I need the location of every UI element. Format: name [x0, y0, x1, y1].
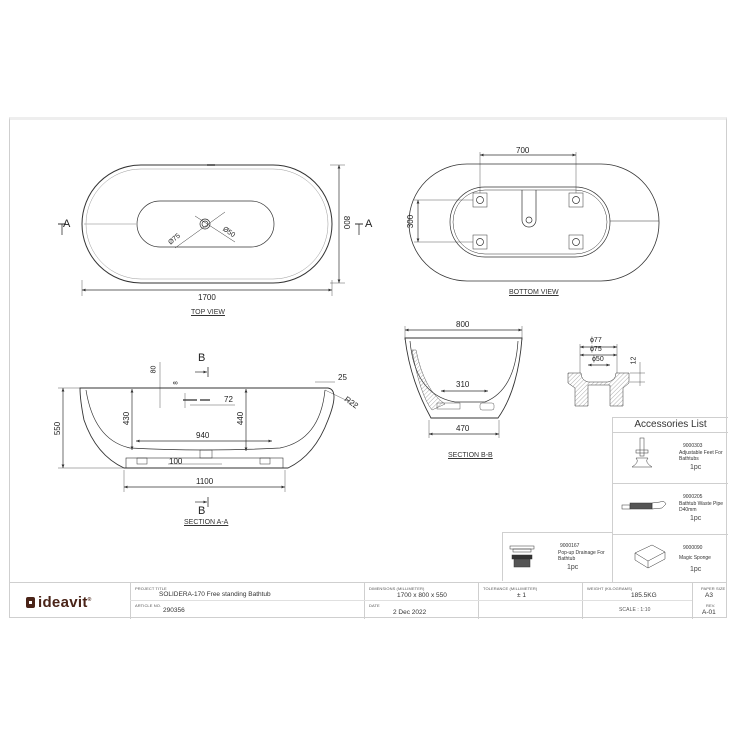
title-block: PROJECT TITLE SOLIDERA-170 Free standing… [9, 582, 727, 619]
dim-top-width: 800 [342, 215, 352, 230]
dim-inner-length: 940 [196, 431, 210, 440]
waste-pipe-icon [621, 501, 667, 510]
paper-label: PAPER SIZE [701, 586, 726, 591]
section-b-b-title: SECTION B-B [448, 452, 493, 459]
accessory-code: 9000167 [560, 543, 580, 549]
accessory-code: 9000205 [683, 494, 703, 500]
article-label: ARTICLE NO. [135, 603, 162, 608]
drain-detail [567, 344, 645, 407]
accessory-qty: 1pc [690, 464, 702, 471]
accessories-title: Accessories List [613, 417, 728, 433]
sponge-icon [634, 544, 666, 569]
dim-detail-d2: ϕ75 [590, 346, 602, 353]
accessory-name: Magic Sponge [679, 555, 711, 561]
dim-drain-offset: 100 [169, 457, 183, 466]
paper-value: A3 [705, 592, 713, 599]
dim-bb-width: 800 [456, 320, 470, 329]
tolerance-label: TOLERANCE (MILLIMETER) [483, 586, 538, 591]
accessories-list: Accessories List 9000303 Adjustable Feet… [612, 417, 728, 583]
dim-rim-width: 25 [338, 373, 347, 382]
tolerance-cell: TOLERANCE (MILLIMETER) ± 1 [478, 583, 582, 619]
title-block-divider [130, 600, 692, 601]
project-title-label: PROJECT TITLE [135, 586, 167, 591]
weight-label: WEIGHT (KILOGRAMS) [587, 586, 633, 591]
section-marker-a-right: A [365, 218, 373, 230]
article-no: 290356 [163, 607, 185, 614]
dimensions-label: DIMENSIONS (MILLIMETER) [369, 586, 425, 591]
accessory-name: Adjustable Feet For Bathtubs [679, 450, 723, 462]
brand-logo: ideavit® [26, 594, 92, 611]
accessory-code: 9000090 [683, 545, 703, 551]
dim-overflow-height: 80 [150, 365, 158, 374]
accessory-item: 9000205 Bathtub Waste Pipe D40mm 1pc [613, 484, 728, 535]
paper-cell: PAPER SIZE A3 REV. A-01 [692, 583, 727, 619]
accessory-qty: 1pc [690, 515, 702, 522]
dim-bb-inner-base: 310 [456, 380, 470, 389]
section-marker-b-top: B [198, 352, 206, 364]
dim-base-length: 1100 [196, 477, 214, 486]
section-b-b [404, 326, 523, 438]
top-view [58, 164, 363, 296]
date-value: 2 Dec 2022 [393, 609, 427, 616]
adjustable-foot-icon [631, 437, 653, 468]
dim-detail-d3: ϕ50 [592, 356, 604, 363]
weight-value: 185.5KG [631, 592, 657, 599]
section-a-a [58, 362, 357, 507]
dim-top-length: 1700 [198, 293, 216, 302]
bottom-view-title: BOTTOM VIEW [509, 289, 559, 296]
project-cell: PROJECT TITLE SOLIDERA-170 Free standing… [130, 583, 364, 619]
dim-inner-depth-right: 440 [236, 411, 246, 426]
dimensions-cell: DIMENSIONS (MILLIMETER) 1700 x 800 x 550… [364, 583, 478, 619]
dim-height: 550 [53, 421, 63, 436]
dim-feet-x: 700 [516, 146, 530, 155]
rev-value: A-01 [702, 609, 716, 616]
rev-label: REV. [706, 603, 716, 608]
dim-detail-depth: 12 [630, 356, 638, 365]
accessory-name: Pop-up Drainage For Bathtub [558, 550, 605, 562]
date-label: DATE [369, 603, 380, 608]
section-marker-a-left: A [63, 218, 71, 230]
dim-feet-y: 300 [406, 214, 416, 229]
accessory-item: 9000090 Magic Sponge 1pc [613, 535, 728, 583]
logo-mark-icon [26, 597, 35, 608]
dim-overflow-size: 8 [173, 381, 180, 385]
scale-value: SCALE : 1:10 [619, 607, 651, 613]
weight-cell: WEIGHT (KILOGRAMS) 185.5KG SCALE : 1:10 [582, 583, 692, 619]
accessory-item: 9000167 Pop-up Drainage For Bathtub 1pc [502, 532, 613, 581]
accessory-item: 9000303 Adjustable Feet For Bathtubs 1pc [613, 433, 728, 484]
section-marker-b-bottom: B [198, 505, 206, 517]
accessory-name: Bathtub Waste Pipe D40mm [679, 501, 724, 513]
dim-overflow-width: 72 [224, 395, 233, 404]
top-view-title: TOP VIEW [191, 309, 225, 316]
section-a-a-title: SECTION A-A [184, 519, 229, 526]
drawing-sheet-frame [9, 117, 727, 618]
accessory-qty: 1pc [567, 564, 579, 571]
dimensions-value: 1700 x 800 x 550 [397, 592, 447, 599]
accessory-code: 9000303 [683, 443, 703, 449]
dim-bb-base-width: 470 [456, 424, 470, 433]
bottom-view [408, 152, 660, 282]
brand-name: ideavit [38, 594, 88, 611]
dim-detail-d1: ϕ77 [590, 337, 602, 344]
popup-drain-icon [509, 545, 535, 568]
dim-inner-depth-left: 430 [122, 411, 132, 426]
tolerance-value: ± 1 [517, 592, 526, 599]
accessory-qty: 1pc [690, 566, 702, 573]
project-title: SOLIDERA-170 Free standing Bathtub [159, 591, 271, 598]
